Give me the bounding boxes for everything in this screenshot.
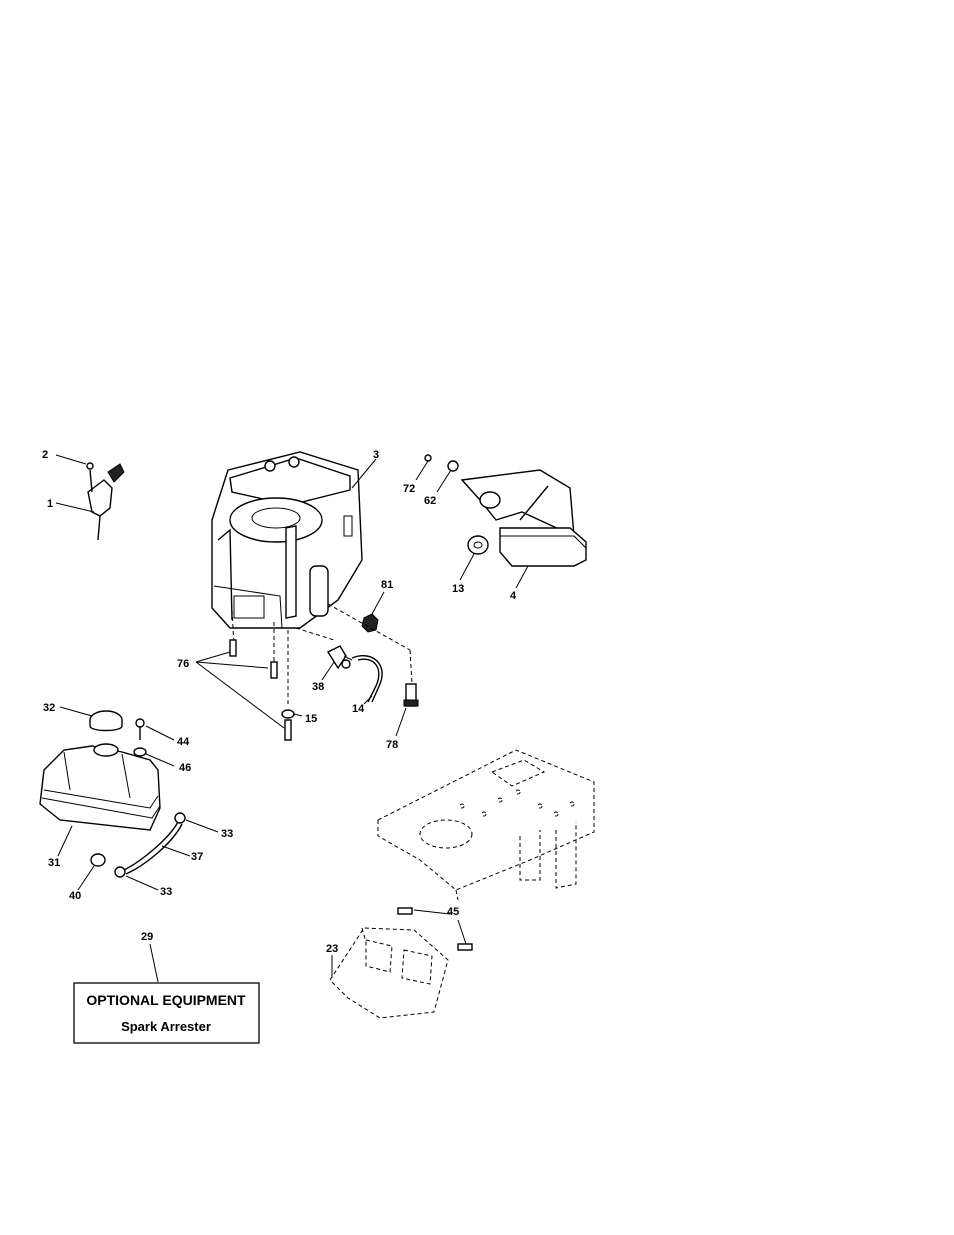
leader-76b (196, 662, 268, 668)
callout-44: 44 (177, 736, 190, 748)
callout-14: 14 (352, 703, 365, 715)
callout-13: 13 (452, 583, 464, 595)
fitting-33b-part (115, 867, 125, 877)
callout-62: 62 (424, 495, 436, 507)
engine-part (212, 452, 362, 628)
fuel-hose-part (352, 656, 382, 702)
leader-45a (414, 910, 450, 914)
bolts-76-part (230, 640, 291, 740)
callout-78: 78 (386, 739, 398, 751)
callout-45: 45 (447, 906, 459, 918)
callout-31: 31 (48, 857, 60, 869)
leader-1 (56, 503, 94, 512)
leader-78 (396, 708, 406, 736)
leader-62 (437, 470, 451, 492)
leader-37 (162, 846, 190, 856)
callout-81: 81 (381, 579, 393, 591)
callout-33-lower: 33 (160, 886, 172, 898)
fuel-cap-part (90, 711, 122, 731)
callout-32: 32 (43, 702, 55, 714)
callout-2: 2 (42, 449, 48, 461)
callout-29: 29 (141, 931, 153, 943)
leader-14 (364, 696, 372, 704)
frame-reference (378, 750, 594, 900)
leader-81 (372, 592, 384, 614)
callout-1: 1 (47, 498, 53, 510)
leader-45b (458, 920, 466, 944)
leader-40 (78, 866, 94, 890)
fitting-33a-part (175, 813, 185, 823)
callout-4: 4 (510, 590, 517, 602)
leader-13 (460, 554, 474, 580)
washer-15-part (282, 710, 294, 718)
callout-15: 15 (305, 713, 317, 725)
muffler-part (425, 455, 586, 566)
leader-4 (516, 566, 528, 588)
callout-33-upper: 33 (221, 828, 233, 840)
leader-2 (56, 455, 86, 464)
callout-40: 40 (69, 890, 81, 902)
callout-38: 38 (312, 681, 324, 693)
fuel-tank-part (40, 744, 160, 830)
bolt-78-part (404, 684, 418, 706)
optional-equipment-subtitle: Spark Arrester (121, 1019, 211, 1034)
throttle-control-part (87, 463, 124, 540)
callout-3: 3 (373, 449, 379, 461)
leader-76a (196, 652, 230, 662)
nut-81-part (362, 614, 378, 632)
grommet-40-part (91, 854, 105, 866)
screw-44-part (136, 719, 144, 740)
leader-15 (294, 714, 302, 716)
callout-37: 37 (191, 851, 203, 863)
leader-33a (186, 820, 218, 832)
callout-76: 76 (177, 658, 189, 670)
heat-shield-part (330, 928, 448, 1018)
callout-72: 72 (403, 483, 415, 495)
leader-44 (146, 726, 174, 740)
leader-72 (416, 461, 428, 480)
leader-32 (60, 707, 92, 716)
callout-46: 46 (179, 762, 191, 774)
leader-38 (322, 662, 334, 680)
leader-29 (150, 944, 158, 982)
leader-31 (58, 826, 72, 856)
callout-23: 23 (326, 943, 338, 955)
washer-46-part (134, 748, 146, 756)
leader-33b (126, 876, 158, 890)
optional-equipment-title: OPTIONAL EQUIPMENT (86, 992, 246, 1008)
